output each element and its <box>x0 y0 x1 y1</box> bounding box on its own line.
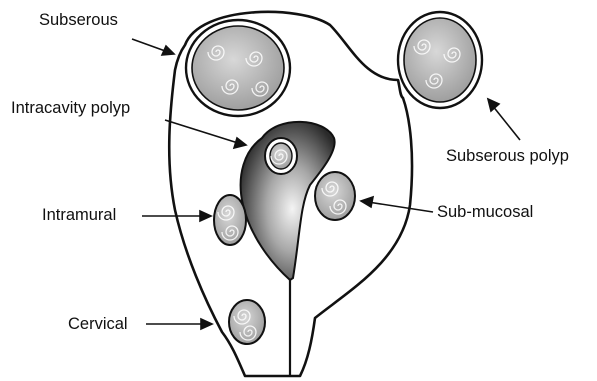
arrow-subserous-polyp <box>488 99 520 140</box>
submucosal-fibroid <box>315 172 355 220</box>
label-subserous: Subserous <box>39 12 118 29</box>
subserous-fibroid <box>186 20 290 116</box>
label-cervical: Cervical <box>68 316 128 333</box>
arrow-cervical <box>146 319 212 329</box>
intracavity-polyp-fibroid <box>265 138 297 174</box>
arrow-subserous <box>132 39 174 55</box>
cervical-fibroid <box>229 300 265 344</box>
label-intramural: Intramural <box>42 207 116 224</box>
label-intracavity-polyp: Intracavity polyp <box>11 100 130 117</box>
label-subserous-polyp: Subserous polyp <box>446 148 569 165</box>
subserous-polyp-fibroid <box>398 12 482 108</box>
label-submucosal: Sub-mucosal <box>437 204 533 221</box>
intramural-fibroid <box>214 195 246 245</box>
